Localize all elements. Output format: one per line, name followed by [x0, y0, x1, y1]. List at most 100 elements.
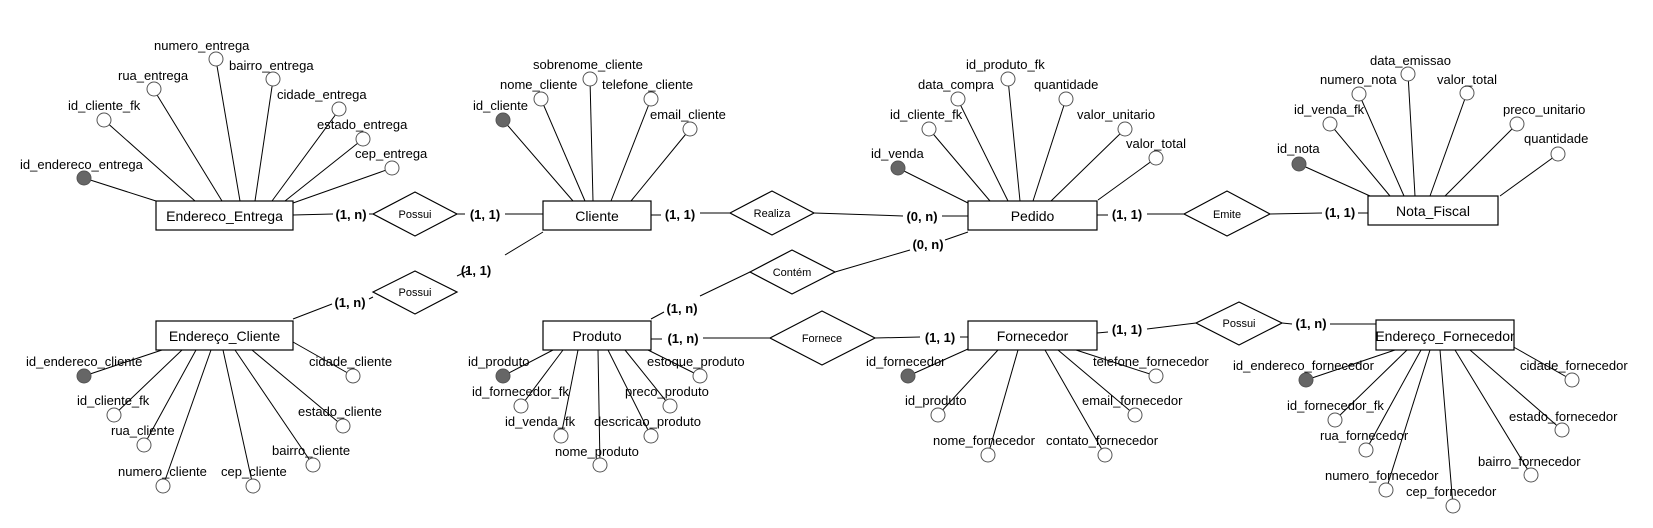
attribute-label: nome_produto [555, 444, 639, 459]
key-attribute-circle [890, 160, 906, 176]
attribute-label: id_venda_fk [1294, 102, 1365, 117]
attribute-label: estado_entrega [317, 117, 408, 132]
entity-endereco-entrega[interactable]: Endereco_Entrega [155, 200, 294, 231]
cardinality-label: (1, n) [335, 207, 366, 222]
entity-endereco-fornecedor[interactable]: Endereço_Fornecedor [1375, 319, 1515, 351]
attribute-label: id_endereco_cliente [26, 354, 142, 369]
attribute-label: bairro_fornecedor [1478, 454, 1581, 469]
attribute-label: cep_entrega [355, 146, 428, 161]
attribute-circle [1148, 150, 1164, 166]
attribute-circle [1554, 422, 1570, 438]
attribute-label: quantidade [1034, 77, 1098, 92]
attribute-circle [1322, 116, 1338, 132]
cardinality-labels: (1, n) (1, 1) (1, 1) (0, n) (1, 1) (1, 1… [334, 205, 1355, 346]
attribute-label: preco_unitario [1503, 102, 1585, 117]
attribute-circle [1117, 121, 1133, 137]
cardinality-label: (1, n) [666, 301, 697, 316]
attribute-label: id_fornecedor_fk [472, 384, 569, 399]
relationship-possui-fornecedor[interactable]: Possui [1194, 301, 1284, 346]
attribute-circle [1327, 412, 1343, 428]
entity-name: Nota_Fiscal [1396, 203, 1470, 219]
relationship-name: Emite [1213, 209, 1241, 221]
attribute-circle [136, 437, 152, 453]
attribute-circle [921, 121, 937, 137]
attribute-circle [305, 457, 321, 473]
relationship-fornece[interactable]: Fornece [768, 310, 877, 366]
attribute-circle [513, 398, 529, 414]
attribute-label: cep_fornecedor [1406, 484, 1497, 499]
attribute-label: nome_cliente [500, 77, 577, 92]
entity-cliente[interactable]: Cliente [542, 200, 652, 231]
attribute-lines [83, 59, 1573, 507]
attribute-label: telefone_fornecedor [1093, 354, 1209, 369]
attribute-circle [155, 478, 171, 494]
attribute-circle [582, 71, 598, 87]
cardinality-label: (1, n) [1295, 316, 1326, 331]
attribute-circle [345, 368, 361, 384]
attribute-circle [1459, 85, 1475, 101]
entity-nota-fiscal[interactable]: Nota_Fiscal [1367, 195, 1499, 226]
attribute-circle [245, 478, 261, 494]
cardinality-label: (1, 1) [925, 330, 955, 345]
entity-name: Pedido [1011, 208, 1055, 224]
attribute-circle [1127, 407, 1143, 423]
attribute-label: numero_entrega [154, 38, 250, 53]
attribute-circle [1097, 447, 1113, 463]
cardinality-label: (0, n) [912, 237, 943, 252]
key-attribute-circle [1291, 156, 1307, 172]
attribute-circles [76, 51, 1580, 514]
cardinality-label: (1, n) [334, 295, 365, 310]
attribute-circle [1000, 71, 1016, 87]
relationship-contem[interactable]: Contém [748, 249, 837, 295]
key-attribute-circle [76, 170, 92, 186]
attribute-circle [1400, 66, 1416, 82]
relationship-realiza[interactable]: Realiza [728, 190, 816, 236]
relationship-emite[interactable]: Emite [1182, 190, 1272, 237]
attribute-label: numero_fornecedor [1325, 468, 1439, 483]
relationship-name: Realiza [754, 208, 792, 220]
cardinality-label: (1, 1) [461, 263, 491, 278]
key-attribute-circle [76, 368, 92, 384]
attribute-circle [355, 131, 371, 147]
entity-pedido[interactable]: Pedido [967, 200, 1098, 231]
entity-name: Cliente [575, 208, 619, 224]
relationship-possui-entrega[interactable]: Possui [371, 191, 459, 237]
attribute-label: id_fornecedor_fk [1287, 398, 1384, 413]
attribute-label: id_produto_fk [966, 57, 1045, 72]
attribute-label: valor_total [1437, 72, 1497, 87]
relationship-name: Contém [773, 267, 812, 279]
attribute-label: sobrenome_cliente [533, 57, 643, 72]
entity-name: Endereço_Fornecedor [1375, 328, 1515, 344]
entity-fornecedor[interactable]: Fornecedor [967, 320, 1098, 351]
attribute-label: email_cliente [650, 107, 726, 122]
attribute-label: estado_fornecedor [1509, 409, 1618, 424]
attribute-circle [96, 112, 112, 128]
key-attribute-circle [900, 368, 916, 384]
attribute-label: valor_total [1126, 136, 1186, 151]
attribute-circle [643, 91, 659, 107]
attribute-circle [1445, 498, 1461, 514]
attribute-circle [692, 368, 708, 384]
attribute-label: id_fornecedor [866, 354, 946, 369]
attribute-circle [331, 101, 347, 117]
attribute-label: email_fornecedor [1082, 393, 1183, 408]
attribute-label: rua_fornecedor [1320, 428, 1409, 443]
attribute-label: id_cliente_fk [890, 107, 963, 122]
key-attribute-circle [495, 112, 511, 128]
relationship-lines [292, 212, 1376, 340]
relationship-possui-cliente[interactable]: Possui [371, 270, 459, 315]
attribute-label: bairro_cliente [272, 443, 350, 458]
cardinality-label: (1, 1) [665, 207, 695, 222]
relationship-name: Possui [398, 287, 431, 299]
attribute-label: id_venda [871, 146, 925, 161]
key-attribute-circle [495, 368, 511, 384]
entity-produto[interactable]: Produto [542, 320, 652, 351]
entity-endereco-cliente[interactable]: Endereço_Cliente [155, 320, 294, 351]
attribute-label: bairro_entrega [229, 58, 314, 73]
attribute-circle [1358, 442, 1374, 458]
attribute-circle [1378, 482, 1394, 498]
attribute-label: id_produto [468, 354, 529, 369]
attribute-circle [682, 121, 698, 137]
attribute-circle [384, 160, 400, 176]
